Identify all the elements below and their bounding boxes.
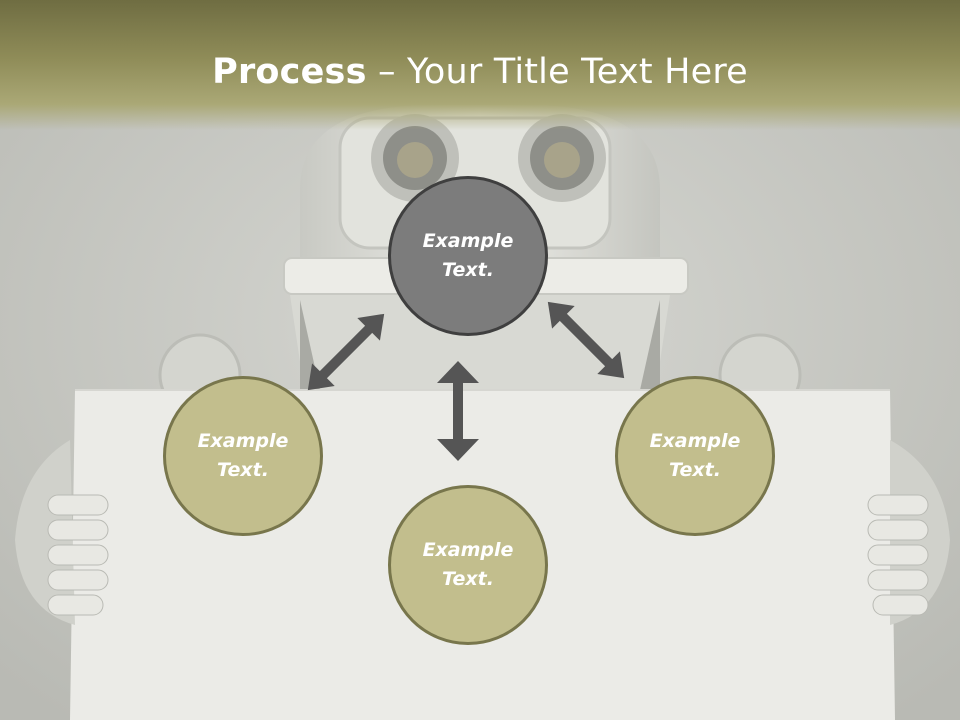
left-circle-label: Example Text. <box>197 430 289 481</box>
title-rest: – Your Title Text Here <box>366 52 748 92</box>
center-circle-label: Example Text. <box>422 230 514 281</box>
bottom-circle-label: Example Text. <box>422 539 514 590</box>
center-circle: Example Text. <box>388 176 548 336</box>
bottom-circle: Example Text. <box>388 485 548 645</box>
left-circle: Example Text. <box>163 376 323 536</box>
right-circle: Example Text. <box>615 376 775 536</box>
title-banner <box>0 0 960 130</box>
title-bold: Process <box>212 52 367 92</box>
slide-title: Process – Your Title Text Here <box>0 52 960 92</box>
right-circle-label: Example Text. <box>649 430 741 481</box>
